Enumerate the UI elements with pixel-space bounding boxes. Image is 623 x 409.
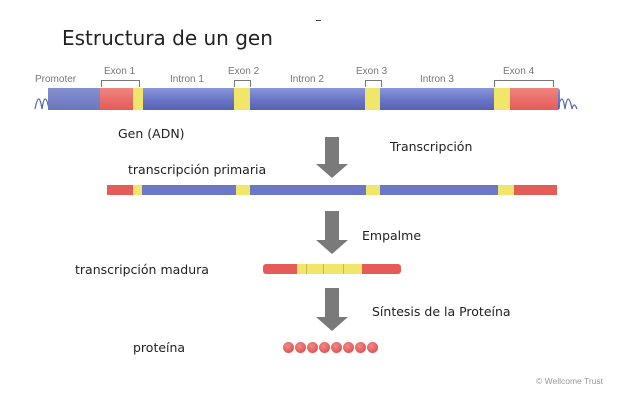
- promoter-region: [48, 88, 100, 110]
- label-primary-transcript: transcripción primaria: [128, 162, 267, 177]
- primary-transcript-bar: [107, 185, 557, 195]
- label-protein-synthesis: Síntesis de la Proteína: [372, 304, 511, 319]
- pt-exon4-red: [514, 185, 557, 195]
- exon4-yellow: [494, 88, 510, 110]
- label-exon4: Exon 4: [503, 66, 535, 77]
- dash-mark: [316, 20, 321, 21]
- label-exon3: Exon 3: [356, 66, 388, 77]
- amino-acid: [319, 342, 330, 353]
- credit: © Wellcome Trust: [536, 376, 604, 386]
- bracket-exon4: [494, 80, 554, 87]
- mt-divider: [323, 264, 324, 274]
- amino-acid: [367, 342, 378, 353]
- label-transcription: Transcripción: [390, 139, 473, 154]
- pt-exon2: [236, 185, 250, 195]
- mature-transcript-bar: [263, 264, 401, 274]
- mt-exons: [297, 264, 362, 274]
- amino-acid: [355, 342, 366, 353]
- label-gene: Gen (ADN): [118, 126, 185, 141]
- pt-exon4-yellow: [498, 185, 514, 195]
- bracket-exon1: [101, 80, 140, 87]
- label-splicing: Empalme: [362, 228, 422, 243]
- exon4-red: [510, 88, 558, 110]
- label-exon1: Exon 1: [104, 66, 136, 77]
- dna-helix-right: [557, 98, 578, 110]
- amino-acid: [343, 342, 354, 353]
- amino-acid: [295, 342, 306, 353]
- amino-acid: [283, 342, 294, 353]
- pt-exon1-yellow: [133, 185, 142, 195]
- title: Estructura de un gen: [62, 26, 273, 50]
- gene-dna-bar: [48, 88, 560, 110]
- exon2: [234, 88, 250, 110]
- dna-helix-left: [34, 98, 50, 110]
- label-protein: proteína: [133, 340, 186, 355]
- label-intron1: Intron 1: [170, 74, 204, 85]
- label-promoter: Promoter: [35, 74, 77, 85]
- bracket-exon2: [234, 80, 251, 87]
- label-exon2: Exon 2: [228, 66, 260, 77]
- mt-divider: [343, 264, 344, 274]
- exon3: [365, 88, 380, 110]
- amino-acid: [331, 342, 342, 353]
- mt-divider: [306, 264, 307, 274]
- label-mature-transcript: transcripción madura: [75, 262, 209, 277]
- pt-exon1-red: [107, 185, 133, 195]
- pt-exon3: [366, 185, 380, 195]
- bracket-exon3: [365, 80, 382, 87]
- exon1-red: [100, 88, 133, 110]
- label-intron3: Intron 3: [420, 74, 454, 85]
- amino-acid: [307, 342, 318, 353]
- exon1-yellow: [133, 88, 143, 110]
- label-intron2: Intron 2: [290, 74, 324, 85]
